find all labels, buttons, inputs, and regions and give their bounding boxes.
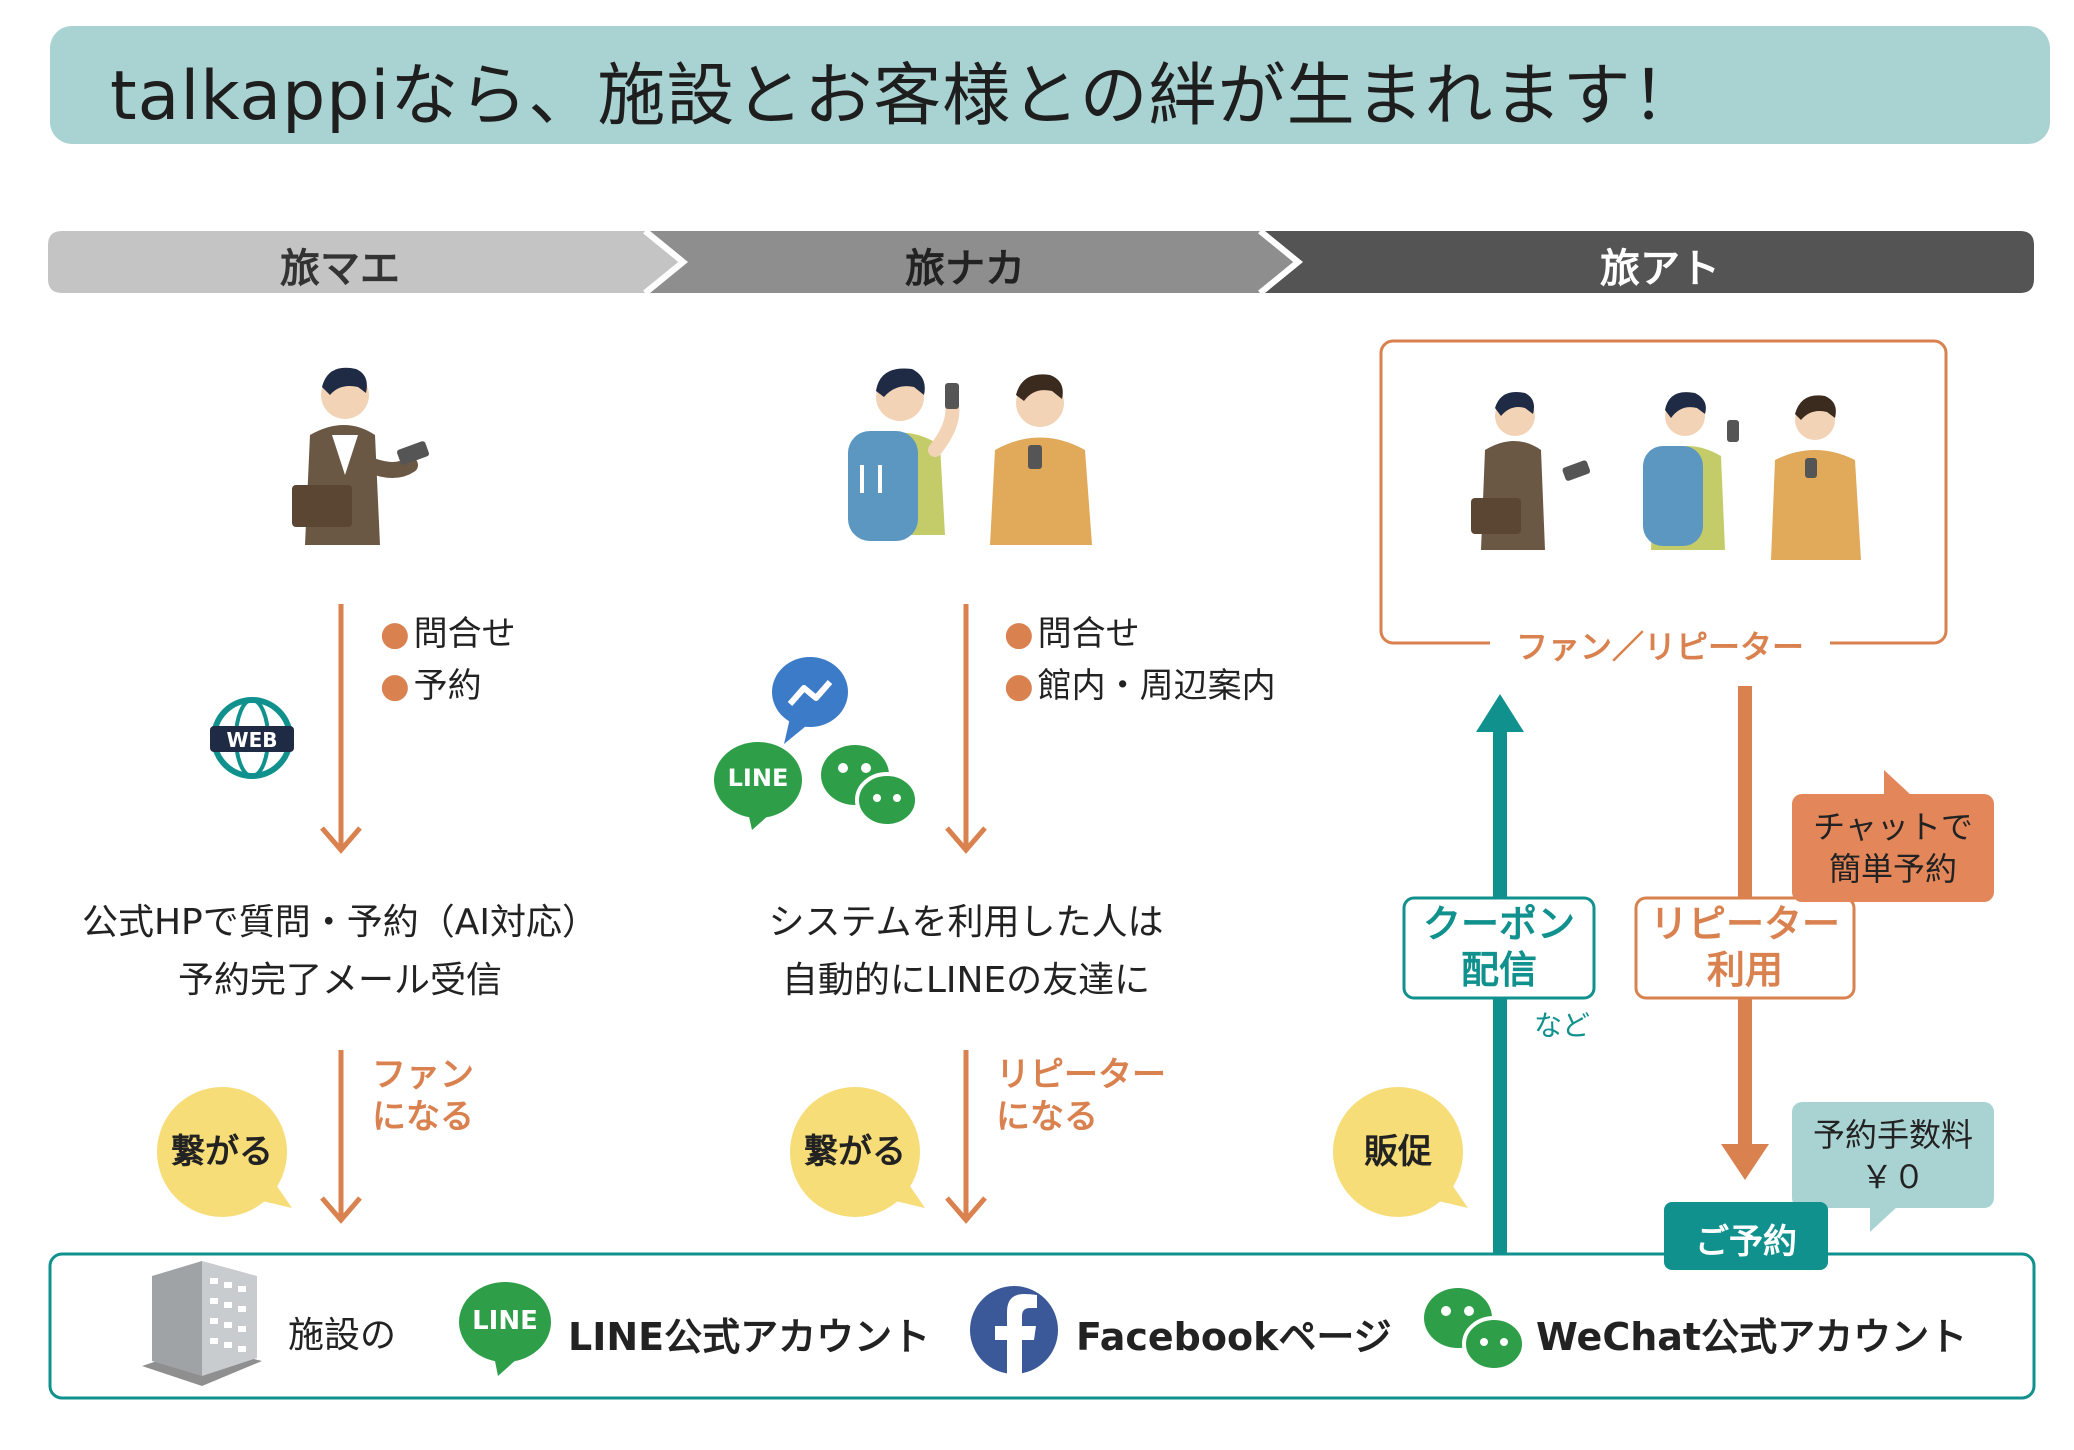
phase-after-bar: [1265, 231, 2034, 293]
coupon-label-2: 配信: [1460, 948, 1537, 992]
reserve-tag: [1664, 1202, 1828, 1270]
web-globe-icon: [210, 697, 294, 779]
before-arrow-lower: [320, 1050, 362, 1224]
before-bullet-1: ●問合せ: [380, 614, 516, 654]
phase-after-label: 旅アト: [1600, 246, 1720, 292]
repeater-use-label-2: 利用: [1706, 948, 1783, 992]
phase-before-bar: [48, 231, 683, 293]
reserve-tag-label: ご予約: [1695, 1222, 1797, 1262]
during-bullet-2: ●館内・周辺案内: [1004, 666, 1276, 706]
page-title: talkappiなら、施設とお客様との絆が生まれます！: [110, 57, 1701, 136]
during-desc-2: 自動的にLINEの友達に: [781, 960, 1151, 1001]
connect-label-before: 繋がる: [171, 1132, 273, 1172]
coupon-box: [1402, 896, 1596, 1000]
before-desc-1: 公式HPで質問・予約（AI対応）: [81, 902, 599, 943]
facebook-page-label: Facebookページ: [1076, 1315, 1392, 1359]
wechat-account-label: WeChat公式アカウント: [1536, 1315, 1968, 1359]
before-result-2: になる: [372, 1097, 474, 1137]
fan-repeater-label: ファン／リピーター: [1515, 628, 1804, 666]
facility-label: 施設の: [288, 1315, 397, 1356]
promotion-label: 販促: [1364, 1132, 1432, 1172]
connect-bubble-before: [157, 1087, 292, 1217]
before-bullet-2: ●予約: [380, 666, 482, 706]
promotion-bubble: [1333, 1087, 1468, 1217]
during-arrow-upper: [945, 604, 987, 854]
phase-bar: [48, 228, 2034, 296]
line-icon: [714, 742, 802, 830]
phase-during-bar: [650, 231, 1298, 293]
fee-label-1: 予約手数料: [1812, 1116, 1973, 1154]
line-account-icon: [459, 1282, 551, 1376]
messenger-icon: [772, 657, 848, 744]
fan-group-illustration: [1471, 392, 1861, 560]
line-account-label: LINE公式アカウント: [568, 1315, 931, 1359]
during-bullet-1: ●問合せ: [1004, 614, 1140, 654]
line-account-badge: LINE: [472, 1306, 538, 1336]
during-desc-1: システムを利用した人は: [768, 902, 1164, 943]
web-badge-label: WEB: [226, 728, 278, 752]
coupon-label-1: クーポン: [1422, 902, 1575, 946]
wechat-account-icon: [1424, 1288, 1526, 1372]
connect-bubble-during: [790, 1087, 925, 1217]
coupon-etc-label: など: [1534, 1009, 1591, 1042]
repeater-use-label-1: リピーター: [1649, 902, 1840, 946]
line-badge-label: LINE: [727, 764, 789, 792]
chat-reserve-label-1: チャットで: [1813, 808, 1973, 846]
before-result-1: ファン: [372, 1055, 474, 1095]
before-arrow-upper: [320, 604, 362, 854]
building-icon: [142, 1261, 262, 1386]
fee-label-2: ￥０: [1860, 1158, 1925, 1196]
businessman-illustration: [292, 367, 429, 545]
connect-label-during: 繋がる: [804, 1132, 906, 1172]
tourists-illustration: [848, 368, 1092, 545]
during-result-2: になる: [996, 1097, 1098, 1137]
during-arrow-lower: [945, 1050, 987, 1224]
repeater-use-box: [1634, 896, 1856, 1000]
before-desc-2: 予約完了メール受信: [177, 960, 502, 1001]
phase-before-label: 旅マエ: [280, 246, 400, 292]
during-result-1: リピーター: [996, 1055, 1166, 1095]
chat-reserve-label-2: 簡単予約: [1828, 850, 1957, 888]
title-banner: [50, 26, 2050, 144]
phase-during-label: 旅ナカ: [905, 246, 1025, 292]
chat-reserve-callout: [1792, 770, 1994, 902]
wechat-icon: [821, 745, 919, 828]
facebook-icon: [970, 1286, 1058, 1374]
fee-callout: [1792, 1102, 1994, 1232]
